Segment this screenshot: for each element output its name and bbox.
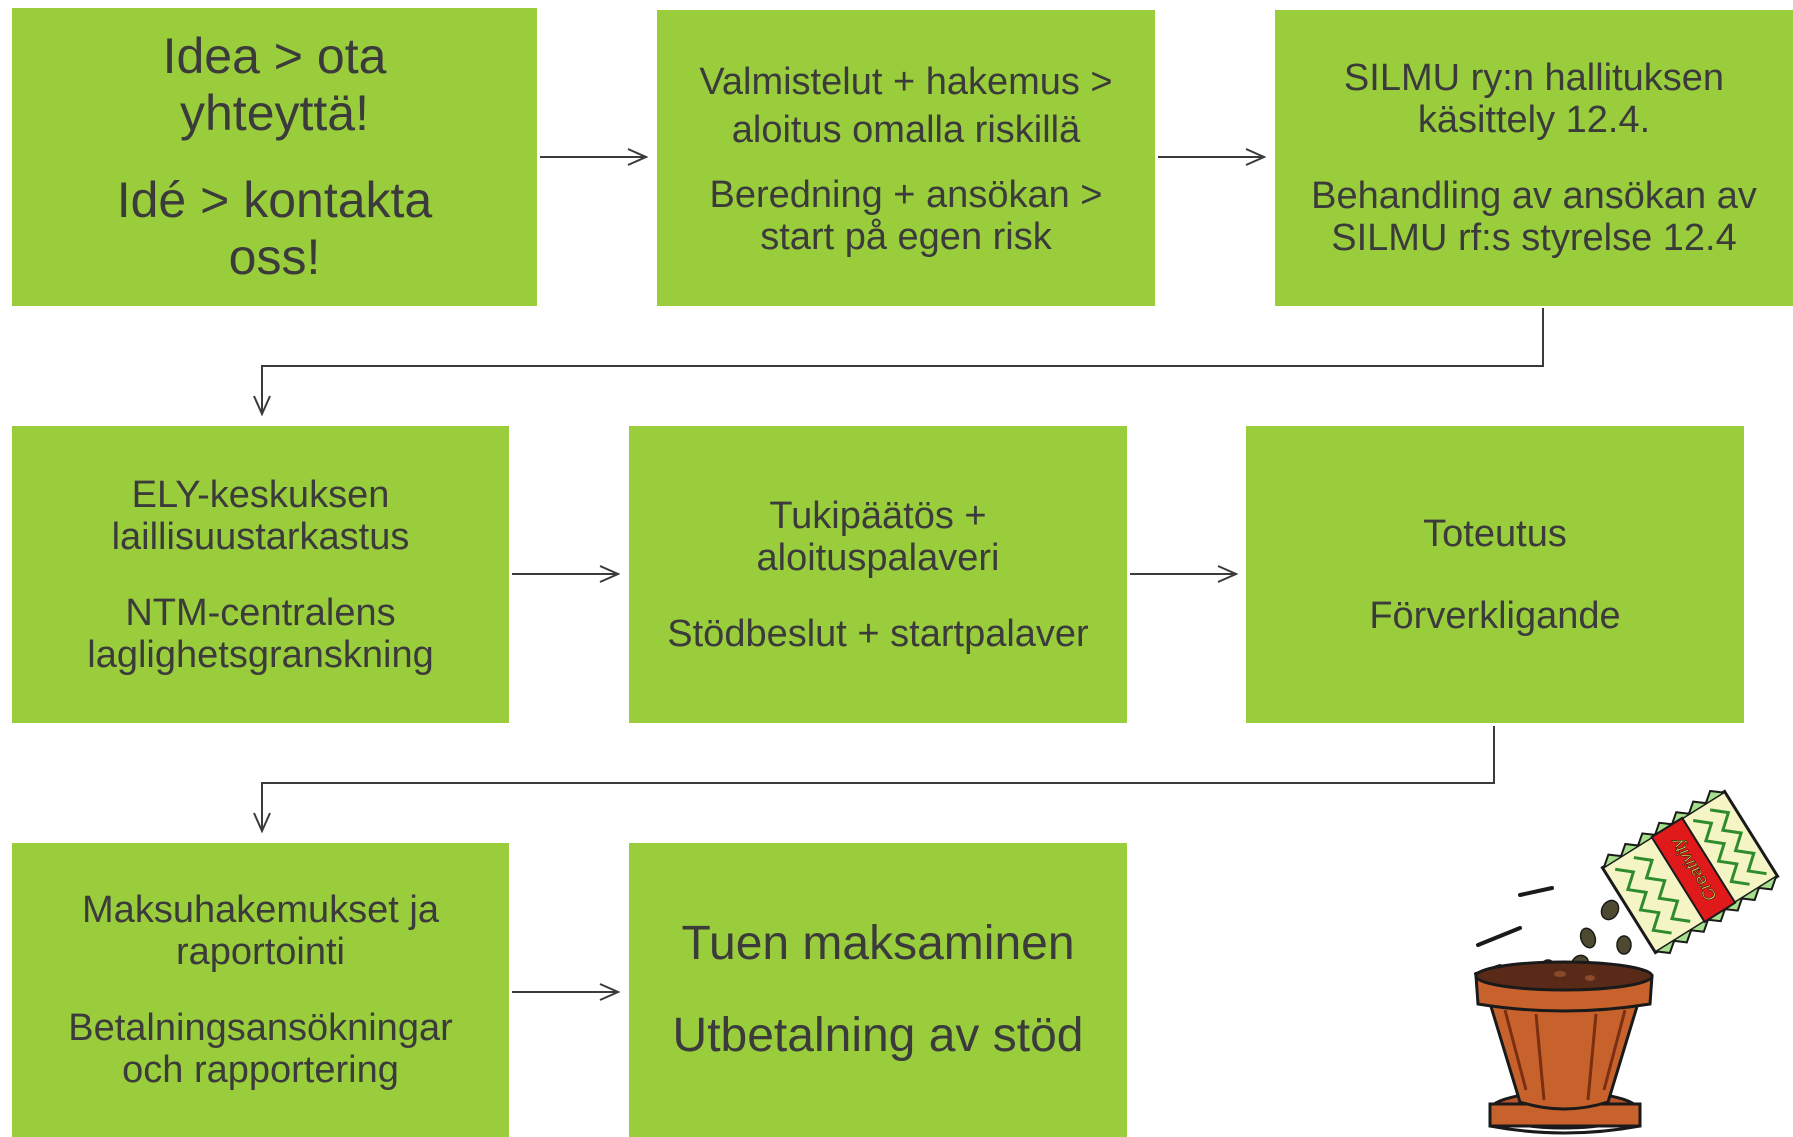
step-idea-swedish: Idé > kontakta oss!: [116, 172, 433, 285]
step-implementation-box: Toteutus Förverkligande: [1246, 426, 1744, 723]
step-board-review-swedish: Behandling av ansökan av SILMU rf:s styr…: [1311, 175, 1757, 259]
step-idea-box: Idea > ota yhteyttä! Idé > kontakta oss!: [12, 8, 537, 306]
step-board-review-box: SILMU ry:n hallituksen käsittely 12.4. B…: [1275, 10, 1793, 306]
step-decision-box: Tukipäätös + aloituspalaveri Stödbeslut …: [629, 426, 1127, 723]
step-legality-check-swedish: NTM-centralens laglighetsgranskning: [87, 591, 434, 676]
step-implementation-finnish: Toteutus: [1423, 512, 1567, 555]
seed-packet-pot-clipart: Creativity: [1474, 789, 1780, 1135]
step-legality-check-box: ELY-keskuksen laillisuustarkastus NTM-ce…: [12, 426, 509, 723]
step-decision-swedish: Stödbeslut + startpalaver: [667, 612, 1089, 655]
step-preparation-box: Valmistelut + hakemus > aloitus omalla r…: [657, 10, 1155, 306]
step-implementation-swedish: Förverkligande: [1369, 594, 1621, 637]
step-preparation-swedish: Beredning + ansökan > start på egen risk: [709, 174, 1103, 258]
step-payment-application-swedish: Betalningsansökningar och rapportering: [68, 1007, 453, 1091]
step-preparation-finnish: Valmistelut + hakemus > aloitus omalla r…: [699, 61, 1113, 151]
step-decision-finnish: Tukipäätös + aloituspalaveri: [756, 494, 1000, 579]
arrow-3-to-4: [262, 308, 1544, 414]
step-board-review-finnish: SILMU ry:n hallituksen käsittely 12.4.: [1343, 57, 1725, 141]
step-payment-finnish: Tuen maksaminen: [681, 917, 1075, 970]
arrow-6-to-7: [262, 726, 1495, 831]
step-legality-check-finnish: ELY-keskuksen laillisuustarkastus: [111, 473, 410, 558]
step-payment-swedish: Utbetalning av stöd: [672, 1009, 1084, 1062]
step-payment-box: Tuen maksaminen Utbetalning av stöd: [629, 843, 1127, 1137]
step-idea-finnish: Idea > ota yhteyttä!: [162, 28, 387, 141]
step-payment-application-finnish: Maksuhakemukset ja raportointi: [82, 889, 439, 973]
step-payment-application-box: Maksuhakemukset ja raportointi Betalning…: [12, 843, 509, 1137]
